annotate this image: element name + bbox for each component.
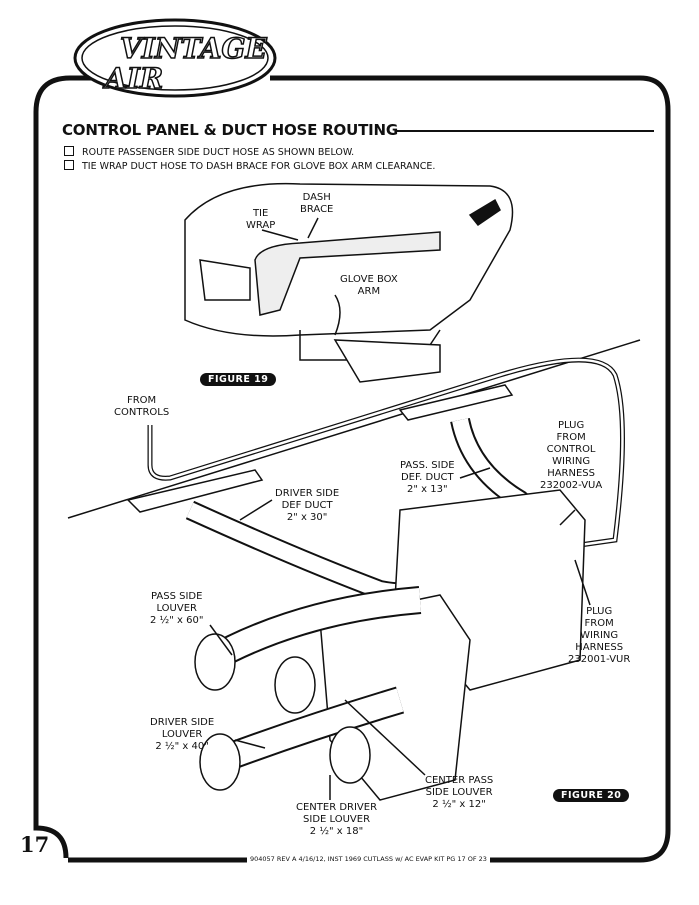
checkbox[interactable] bbox=[64, 160, 74, 170]
figure-19-badge: FIGURE 19 bbox=[200, 373, 277, 386]
svg-text:VINTAGE: VINTAGE bbox=[120, 32, 267, 65]
page-number: 17 bbox=[20, 832, 50, 857]
page-frame bbox=[68, 75, 671, 863]
section-title: CONTROL PANEL & DUCT HOSE ROUTING bbox=[62, 121, 398, 139]
figure-20-illustration bbox=[67, 339, 641, 801]
step-text: TIE WRAP DUCT HOSE TO DASH BRACE FOR GLO… bbox=[82, 161, 436, 172]
step-text: ROUTE PASSENGER SIDE DUCT HOSE AS SHOWN … bbox=[82, 147, 355, 158]
checklist-item: ROUTE PASSENGER SIDE DUCT HOSE AS SHOWN … bbox=[64, 146, 354, 158]
footer-text: 904057 REV A 4/16/12, INST 1969 CUTLASS … bbox=[247, 855, 490, 863]
checklist-item: TIE WRAP DUCT HOSE TO DASH BRACE FOR GLO… bbox=[64, 160, 435, 172]
figure-19-illustration bbox=[184, 182, 514, 383]
page-frame-left bbox=[33, 75, 95, 859]
checkbox[interactable] bbox=[64, 146, 74, 156]
svg-text:AIR: AIR bbox=[102, 62, 163, 95]
vintage-air-logo: VINTAGE AIR bbox=[73, 18, 277, 98]
figure-20-badge: FIGURE 20 bbox=[553, 789, 630, 802]
